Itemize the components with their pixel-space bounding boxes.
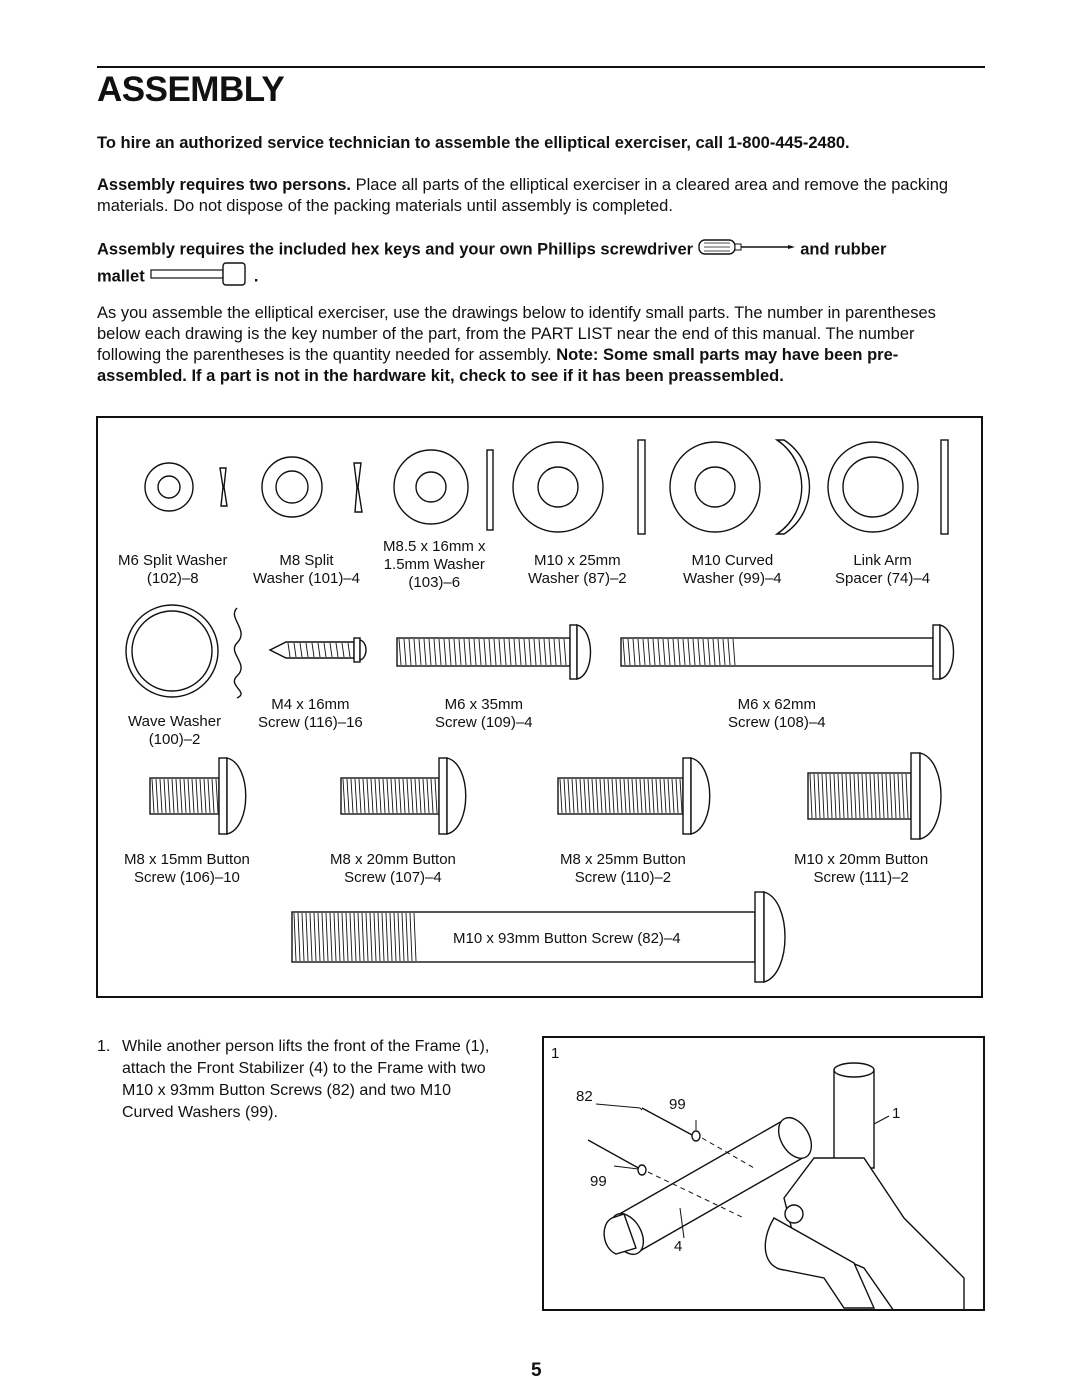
page-title: ASSEMBLY bbox=[97, 70, 285, 109]
m6-split-washer-icon bbox=[144, 462, 228, 512]
callout-washer-99-bottom: 99 bbox=[590, 1173, 607, 1190]
m8-split-washer-icon bbox=[261, 456, 363, 518]
screwdriver-icon bbox=[697, 238, 796, 262]
m10-93-screw-label: M10 x 93mm Button Screw (82)–4 bbox=[453, 930, 681, 947]
m10-20-screw-icon bbox=[807, 752, 942, 840]
m6-split-washer-label: M6 Split Washer(102)–8 bbox=[118, 552, 228, 587]
m10-93-screw-icon bbox=[291, 891, 786, 983]
hardware-drawings bbox=[125, 439, 955, 983]
tools-note: Assembly requires the included hex keys … bbox=[97, 238, 977, 292]
wave-washer-icon bbox=[125, 604, 242, 699]
step-number: 1. bbox=[97, 1038, 111, 1055]
step-1-figure: 1 82 99 99 1 4 bbox=[542, 1036, 985, 1311]
wave-washer-label: Wave Washer(100)–2 bbox=[128, 713, 222, 748]
callout-frame-1: 1 bbox=[892, 1105, 901, 1122]
m6-35-screw-icon bbox=[396, 624, 592, 680]
m85-washer-icon bbox=[393, 449, 494, 531]
page-number: 5 bbox=[531, 1360, 542, 1381]
callout-stabilizer-4: 4 bbox=[674, 1238, 683, 1255]
two-persons-note: Assembly requires two persons. Place all… bbox=[97, 176, 949, 215]
m8-25-screw-icon bbox=[557, 757, 711, 835]
identify-parts-note: As you assemble the elliptical exerciser… bbox=[97, 304, 936, 385]
m8-15-screw-icon bbox=[149, 757, 247, 835]
m4-screw-icon bbox=[268, 637, 367, 663]
callout-screw-82: 82 bbox=[576, 1088, 593, 1105]
frame-base bbox=[783, 1157, 965, 1309]
service-technician-note: To hire an authorized service technician… bbox=[97, 134, 850, 152]
mallet-icon bbox=[149, 262, 249, 292]
m8-20-screw-icon bbox=[340, 757, 467, 835]
assembly-drawing bbox=[587, 1062, 965, 1309]
step-text: While another person lifts the front of … bbox=[122, 1038, 490, 1121]
figure-number: 1 bbox=[551, 1045, 560, 1062]
title-rule bbox=[97, 66, 985, 68]
m6-62-screw-icon bbox=[620, 624, 955, 680]
m10-washer-icon bbox=[512, 439, 646, 535]
link-arm-spacer-icon bbox=[827, 439, 949, 535]
m10-curved-washer-icon bbox=[669, 439, 811, 535]
frame-upright bbox=[833, 1069, 875, 1169]
callout-washer-99-top: 99 bbox=[669, 1096, 686, 1113]
